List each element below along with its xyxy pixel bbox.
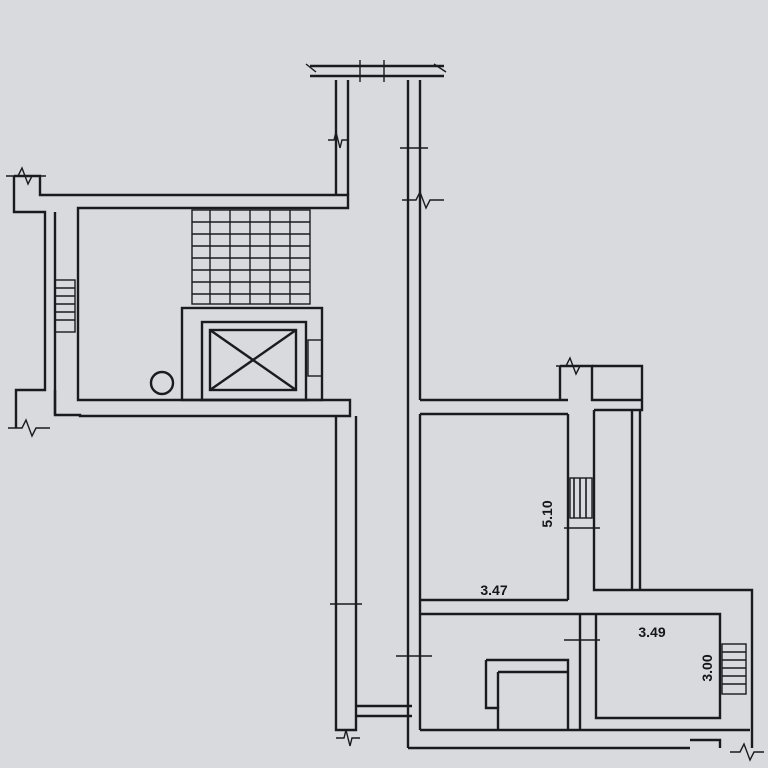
dimension-small-room-height: 3.00: [699, 654, 715, 681]
wall-ticks: [330, 147, 600, 657]
right-window-hatch: [721, 643, 747, 695]
corridor-vertical: [406, 80, 422, 748]
elevator-shaft: [180, 306, 324, 402]
staircase: [191, 209, 311, 305]
left-vent-hatch: [54, 279, 76, 333]
break-marks: [6, 131, 764, 762]
chute-circle: [149, 370, 175, 396]
apartment: [408, 364, 754, 750]
corridor-top: [305, 60, 447, 82]
stairwell-block: [12, 80, 412, 732]
middle-window-hatch: [569, 477, 593, 519]
dimension-room-width: 3.47: [480, 582, 507, 598]
dimension-small-room-width: 3.49: [638, 624, 665, 640]
dimension-room-height: 5.10: [539, 500, 555, 527]
